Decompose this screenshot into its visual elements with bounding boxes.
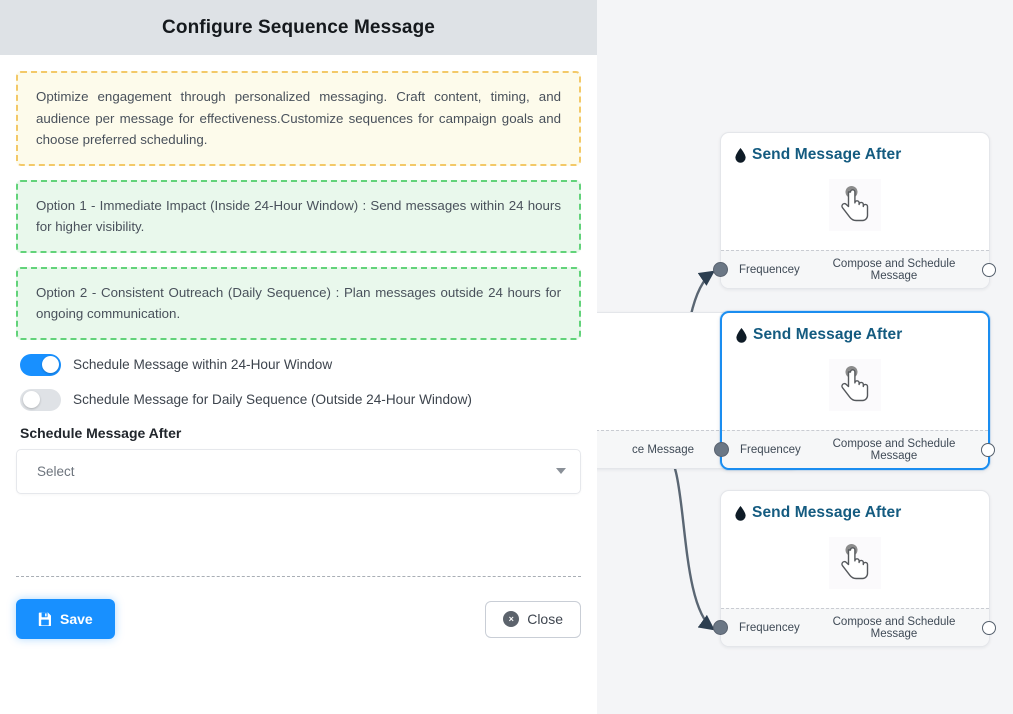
droplet-icon — [735, 147, 746, 163]
node-footer-right: ce Message — [631, 443, 694, 456]
node-target-handle[interactable] — [713, 620, 728, 635]
toggle-schedule-daily-sequence[interactable] — [20, 388, 61, 411]
node-title-row: Send Message After — [735, 146, 975, 164]
toggle-schedule-within-24h[interactable] — [20, 353, 61, 376]
node-footer-right: Compose and Schedule Message — [832, 257, 956, 282]
info-callout-option-2: Option 2 - Consistent Outreach (Daily Se… — [16, 266, 581, 340]
toggle-knob — [41, 356, 59, 374]
schedule-after-label: Schedule Message After — [20, 424, 182, 441]
node-footer: Frequencey Compose and Schedule Message — [713, 608, 996, 646]
node-footer: Frequencey Compose and Schedule Message — [713, 250, 996, 288]
node-source-handle[interactable] — [981, 442, 995, 457]
toggle-row-within-24h[interactable]: Schedule Message within 24-Hour Window — [20, 353, 581, 376]
node-footer-left: Frequencey — [739, 263, 800, 276]
node-body: Send Message After — [721, 491, 989, 608]
node-source-handle[interactable] — [982, 620, 996, 635]
footer-divider — [16, 576, 581, 577]
page-title: Configure Sequence Message — [162, 16, 435, 38]
info-callout-option-1: Option 1 - Immediate Impact (Inside 24-H… — [16, 179, 581, 253]
node-footer-right: Compose and Schedule Message — [832, 615, 956, 640]
panel-body: Optimize engagement through personalized… — [0, 55, 597, 494]
panel-footer: Save × Close — [0, 554, 597, 714]
schedule-after-select[interactable]: Select — [16, 448, 581, 494]
configure-sequence-panel: Configure Sequence Message Optimize enga… — [0, 0, 597, 714]
panel-header: Configure Sequence Message — [0, 0, 597, 55]
flow-node-1[interactable]: Send Message After Frequencey Compose an… — [713, 132, 996, 289]
pointing-hand-cursor-icon — [829, 179, 881, 231]
close-button-label: Close — [527, 611, 563, 627]
schedule-after-value: Select — [37, 463, 75, 479]
floppy-disk-icon — [38, 612, 51, 626]
chevron-down-icon[interactable] — [556, 468, 566, 475]
node-footer-left: Frequencey — [739, 621, 800, 634]
node-title-text: Send Message After — [753, 326, 903, 343]
node-source-handle[interactable] — [982, 262, 996, 277]
flow-node-2[interactable]: Send Message After Frequencey Compose an… — [714, 311, 995, 470]
save-button-label: Save — [60, 611, 93, 627]
toggle-label-daily-sequence: Schedule Message for Daily Sequence (Out… — [73, 392, 472, 408]
save-button[interactable]: Save — [16, 599, 115, 639]
node-title-text: Send Message After — [752, 146, 902, 163]
flow-node-3[interactable]: Send Message After Frequencey Compose an… — [713, 490, 996, 647]
toggle-knob — [22, 391, 40, 409]
node-footer-right: Compose and Schedule Message — [832, 437, 956, 462]
droplet-icon — [735, 505, 746, 521]
toggle-label-within-24h: Schedule Message within 24-Hour Window — [73, 357, 333, 373]
close-button[interactable]: × Close — [485, 600, 581, 638]
info-callout-overview: Optimize engagement through personalized… — [16, 71, 581, 166]
node-title-row: Send Message After — [735, 504, 975, 522]
pointing-hand-cursor-icon — [829, 537, 881, 589]
close-icon: × — [503, 611, 520, 627]
node-title-row: Send Message After — [736, 326, 974, 344]
node-target-handle[interactable] — [714, 442, 729, 457]
node-target-handle[interactable] — [713, 262, 728, 277]
node-footer-left: Frequencey — [740, 443, 801, 456]
footer-actions: Save × Close — [16, 599, 581, 639]
droplet-icon — [736, 327, 747, 343]
node-title-text: Send Message After — [752, 504, 902, 521]
node-body: Send Message After — [721, 133, 989, 250]
pointing-hand-cursor-icon — [829, 359, 881, 411]
node-body: Send Message After — [722, 313, 988, 430]
node-footer: Frequencey Compose and Schedule Message — [714, 430, 995, 468]
toggle-row-daily-sequence[interactable]: Schedule Message for Daily Sequence (Out… — [20, 388, 581, 411]
